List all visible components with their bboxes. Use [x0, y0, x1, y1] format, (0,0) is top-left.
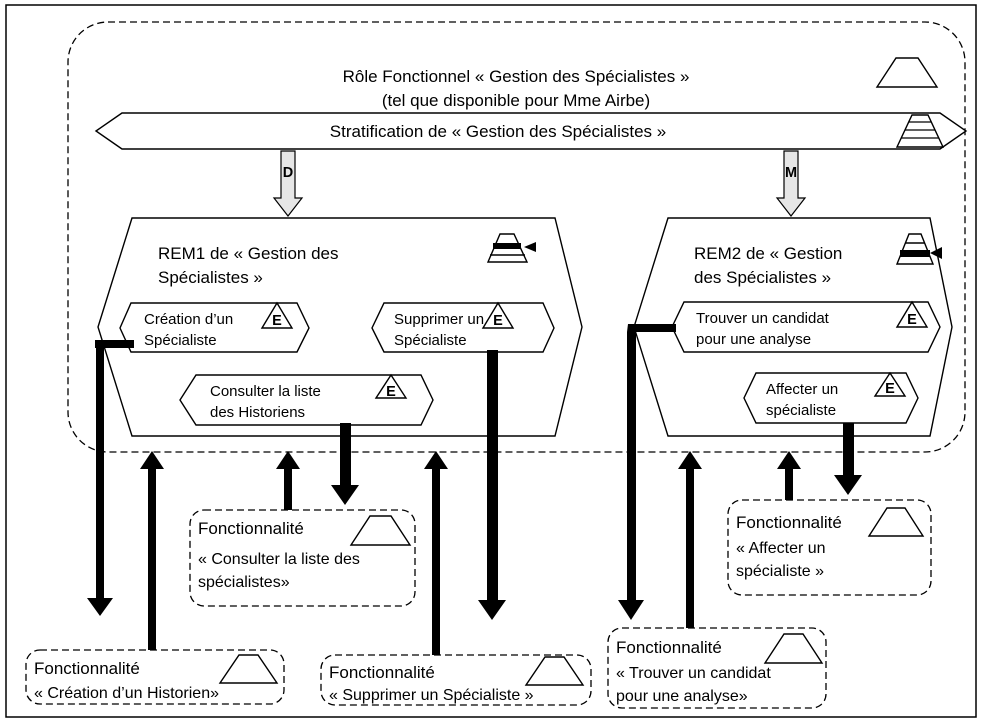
arrow-creation-down: [87, 340, 134, 616]
arrow-trouver-down: [618, 324, 676, 620]
arrow-consulter-down: [331, 423, 359, 505]
arrow-supprimer-down: [478, 350, 506, 620]
functionality-affecter[interactable]: Fonctionnalité « Affecter un spécialiste…: [727, 499, 932, 596]
stratification-bar: [94, 112, 968, 150]
m-arrow-label: M: [785, 165, 797, 181]
rem1-element-supprimer-line1: Supprimer un: [394, 311, 484, 328]
rem2-element-trouver-line1: Trouver un candidat: [696, 310, 830, 327]
arrow-affecter-up: [777, 451, 801, 500]
functionality-supprimer-line1: « Supprimer un Spécialiste »: [329, 687, 534, 704]
functionality-creation-line1: « Création d’un Historien»: [34, 685, 219, 702]
svg-text:E: E: [493, 313, 503, 329]
functionality-triangle-icon: [218, 654, 279, 684]
rem1-title-line2: Spécialistes »: [158, 268, 263, 287]
rem2-title-line1: REM2 de « Gestion: [694, 244, 842, 263]
functionality-consulter-line2: spécialistes»: [198, 574, 290, 591]
functionality-affecter-line2: spécialiste »: [736, 563, 824, 580]
m-arrow: M: [775, 150, 807, 217]
role-triangle-icon: [875, 57, 939, 88]
rem1-element-consulter-line2: des Historiens: [210, 404, 305, 421]
svg-text:E: E: [272, 313, 282, 329]
d-arrow: D: [272, 150, 304, 217]
svg-text:E: E: [907, 312, 917, 328]
rem1-element-consulter[interactable]: Consulter la liste des Historiens E: [179, 373, 434, 426]
functionality-triangle-icon: [867, 507, 925, 537]
stratification-label: Stratification de « Gestion des Spéciali…: [330, 122, 666, 141]
rem2-element-trouver[interactable]: Trouver un candidat pour une analyse E: [671, 300, 941, 353]
rem2-element-trouver-line2: pour une analyse: [696, 331, 811, 348]
rem1-stratum-icon: [486, 233, 536, 263]
functionality-trouver-line2: pour une analyse»: [616, 688, 748, 705]
element-e-icon: E: [873, 371, 907, 397]
arrow-supprimer-up: [424, 451, 448, 655]
outer-frame: [5, 4, 977, 718]
functionality-affecter-title: Fonctionnalité: [736, 513, 842, 532]
functionality-creation-title: Fonctionnalité: [34, 659, 140, 678]
element-e-icon: E: [895, 300, 929, 328]
rem1-element-creation-line1: Création d’un: [144, 311, 233, 328]
flow-arrows: [87, 324, 862, 655]
functionality-supprimer[interactable]: Fonctionnalité « Supprimer un Spécialist…: [320, 654, 592, 706]
element-e-icon: E: [481, 301, 515, 329]
rem1-element-creation-line2: Spécialiste: [144, 332, 217, 349]
rem2-stratum-icon: [895, 233, 942, 265]
arrow-creation-up: [140, 451, 164, 650]
d-arrow-label: D: [283, 165, 293, 181]
rem1-element-supprimer[interactable]: Supprimer un Spécialiste E: [371, 301, 555, 353]
role-title-line1: Rôle Fonctionnel « Gestion des Spécialis…: [343, 67, 690, 86]
element-e-icon: E: [374, 373, 408, 400]
functionality-creation[interactable]: Fonctionnalité « Création d’un Historien…: [25, 649, 285, 705]
stratification-icon: [895, 114, 945, 148]
functionality-triangle-icon: [349, 515, 412, 546]
functionality-consulter-line1: « Consulter la liste des: [198, 551, 360, 568]
rem1-element-consulter-line1: Consulter la liste: [210, 383, 321, 400]
functionality-consulter[interactable]: Fonctionnalité « Consulter la liste des …: [189, 509, 416, 607]
element-e-icon: E: [260, 301, 294, 329]
rem2-element-affecter-line1: Affecter un: [766, 381, 838, 398]
functionality-trouver-line1: « Trouver un candidat: [616, 665, 771, 682]
functionality-trouver-title: Fonctionnalité: [616, 638, 722, 657]
arrow-affecter-down: [834, 423, 862, 495]
functionality-affecter-line1: « Affecter un: [736, 540, 826, 557]
arrow-trouver-up: [678, 451, 702, 628]
rem2-element-affecter-line2: spécialiste: [766, 402, 836, 419]
rem1-title-line1: REM1 de « Gestion des: [158, 244, 338, 263]
rem1-element-supprimer-line2: Spécialiste: [394, 332, 467, 349]
rem1-element-creation[interactable]: Création d’un Spécialiste E: [119, 301, 310, 353]
functionality-consulter-title: Fonctionnalité: [198, 519, 304, 538]
functionality-supprimer-title: Fonctionnalité: [329, 663, 435, 682]
rem2-element-affecter[interactable]: Affecter un spécialiste E: [743, 371, 919, 424]
functionality-triangle-icon: [524, 656, 585, 686]
functionality-triangle-icon: [763, 633, 824, 664]
functionality-trouver[interactable]: Fonctionnalité « Trouver un candidat pou…: [607, 627, 827, 709]
role-title-line2: (tel que disponible pour Mme Airbe): [382, 91, 650, 110]
svg-text:E: E: [885, 381, 895, 397]
svg-text:E: E: [386, 384, 396, 400]
arrow-consulter-up: [276, 451, 300, 510]
rem2-title-line2: des Spécialistes »: [694, 268, 831, 287]
